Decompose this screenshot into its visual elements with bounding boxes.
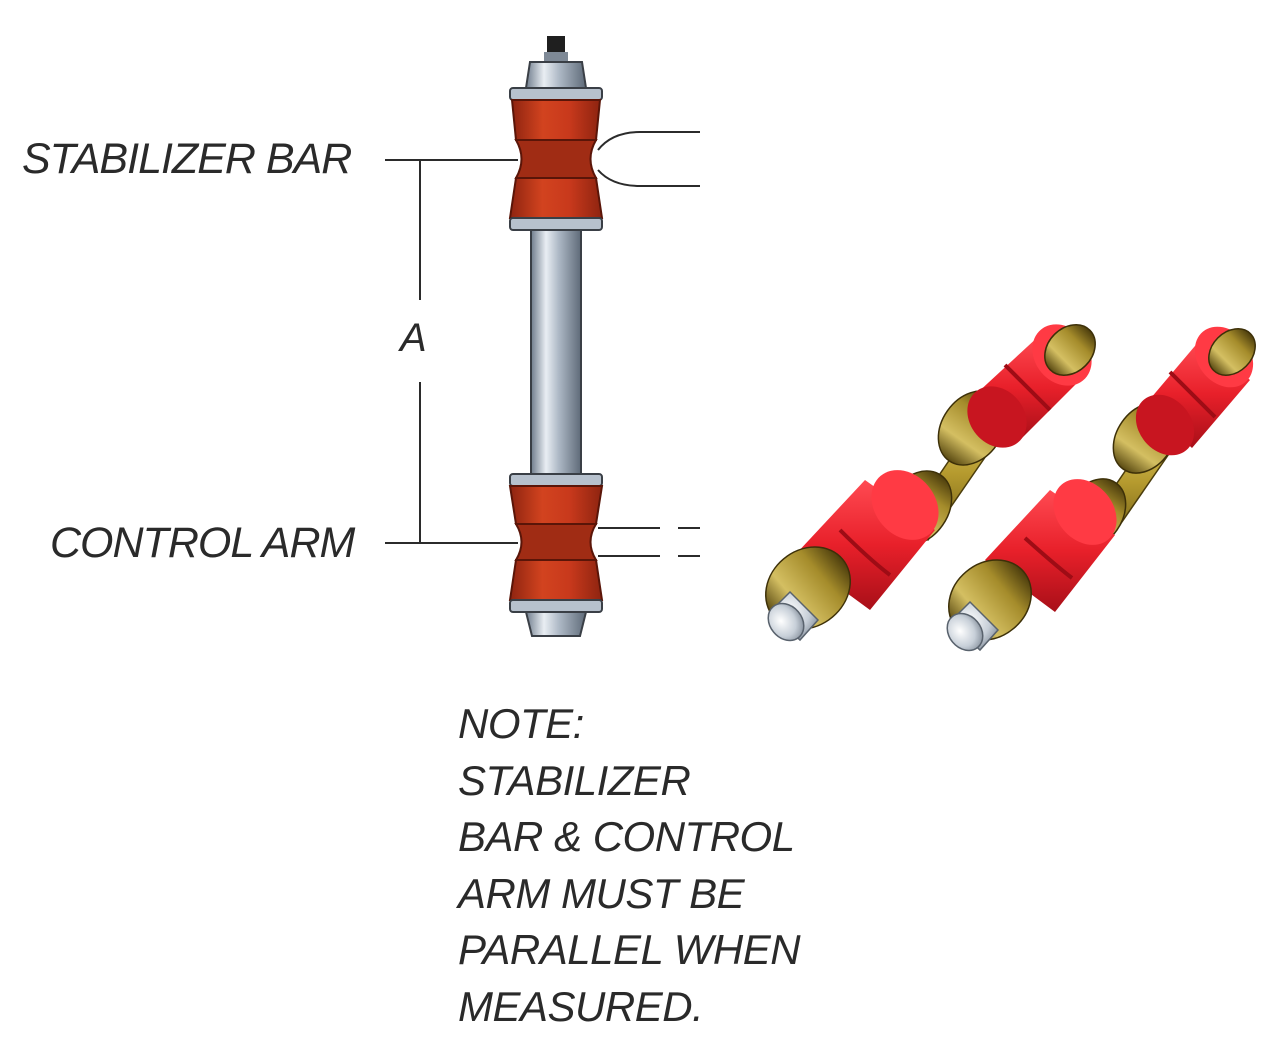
note-line: STABILIZER bbox=[458, 756, 691, 804]
note-line: NOTE: bbox=[458, 700, 584, 747]
note-line: PARALLEL WHEN bbox=[458, 926, 801, 973]
end-link-photo-left bbox=[765, 324, 1096, 642]
note-line: BAR & CONTROL bbox=[458, 813, 795, 860]
control-arm-label: CONTROL ARM bbox=[50, 519, 355, 567]
dimension-lines bbox=[385, 131, 700, 557]
end-link-diagram bbox=[508, 36, 604, 637]
note-line: MEASURED. bbox=[458, 982, 704, 1030]
note-line: ARM MUST BE bbox=[458, 869, 745, 917]
note-text: NOTE: STABILIZER BAR & CONTROL ARM MUST … bbox=[458, 696, 801, 1035]
end-link-photo-right bbox=[946, 326, 1256, 652]
dimension-a-label: A bbox=[400, 316, 427, 360]
stabilizer-bar-label: STABILIZER BAR bbox=[22, 135, 352, 183]
